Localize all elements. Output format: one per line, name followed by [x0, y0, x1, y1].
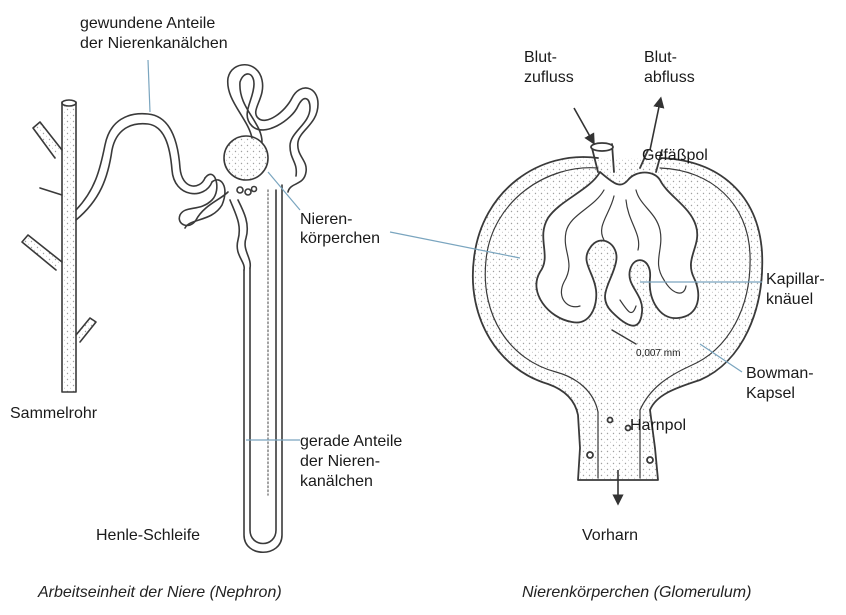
- label-henle-loop: Henle-Schleife: [96, 526, 200, 545]
- outflow-arrow: [650, 102, 660, 150]
- henle-loop: [244, 185, 282, 552]
- connecting-tubule: [76, 114, 205, 210]
- label-outflow-line2: abfluss: [644, 68, 695, 87]
- label-collecting-duct: Sammelrohr: [10, 404, 97, 423]
- label-vascular-pole: Gefäßpol: [642, 146, 708, 165]
- pointer-corpuscle-nephron: [268, 172, 300, 210]
- caption-nephron: Arbeitseinheit der Niere (Nephron): [38, 584, 282, 602]
- label-bowman-line2: Kapsel: [746, 384, 795, 403]
- glomerulum-figure: [473, 143, 762, 480]
- inflow-arrow: [574, 108, 592, 140]
- label-inflow-line2: zufluss: [524, 68, 574, 87]
- label-inflow-line1: Blut-: [524, 48, 557, 67]
- nephron-pointers: [148, 60, 300, 440]
- label-straight-line3: kanälchen: [300, 472, 373, 491]
- label-bowman-line1: Bowman-: [746, 364, 814, 383]
- label-convoluted-line2: der Nierenkanälchen: [80, 34, 228, 53]
- label-straight-line1: gerade Anteile: [300, 432, 402, 451]
- label-convoluted-line1: gewundene Anteile: [80, 14, 215, 33]
- nephron-figure: [22, 65, 318, 553]
- label-corpuscle-line2: körperchen: [300, 229, 380, 248]
- label-capillary-line1: Kapillar-: [766, 270, 825, 289]
- caption-glomerulum: Nierenkörperchen (Glomerulum): [522, 584, 751, 602]
- label-primary-urine: Vorharn: [582, 526, 638, 545]
- collecting-duct: [22, 100, 96, 392]
- label-urinary-pole: Harnpol: [630, 416, 686, 435]
- label-capillary-line2: knäuel: [766, 290, 813, 309]
- label-corpuscle-line1: Nieren-: [300, 210, 352, 229]
- pointer-convoluted: [148, 60, 150, 112]
- label-outflow-line1: Blut-: [644, 48, 677, 67]
- renal-corpuscle-small: [224, 136, 268, 180]
- label-straight-line2: der Nieren-: [300, 452, 380, 471]
- label-scale: 0,007 mm: [636, 348, 680, 360]
